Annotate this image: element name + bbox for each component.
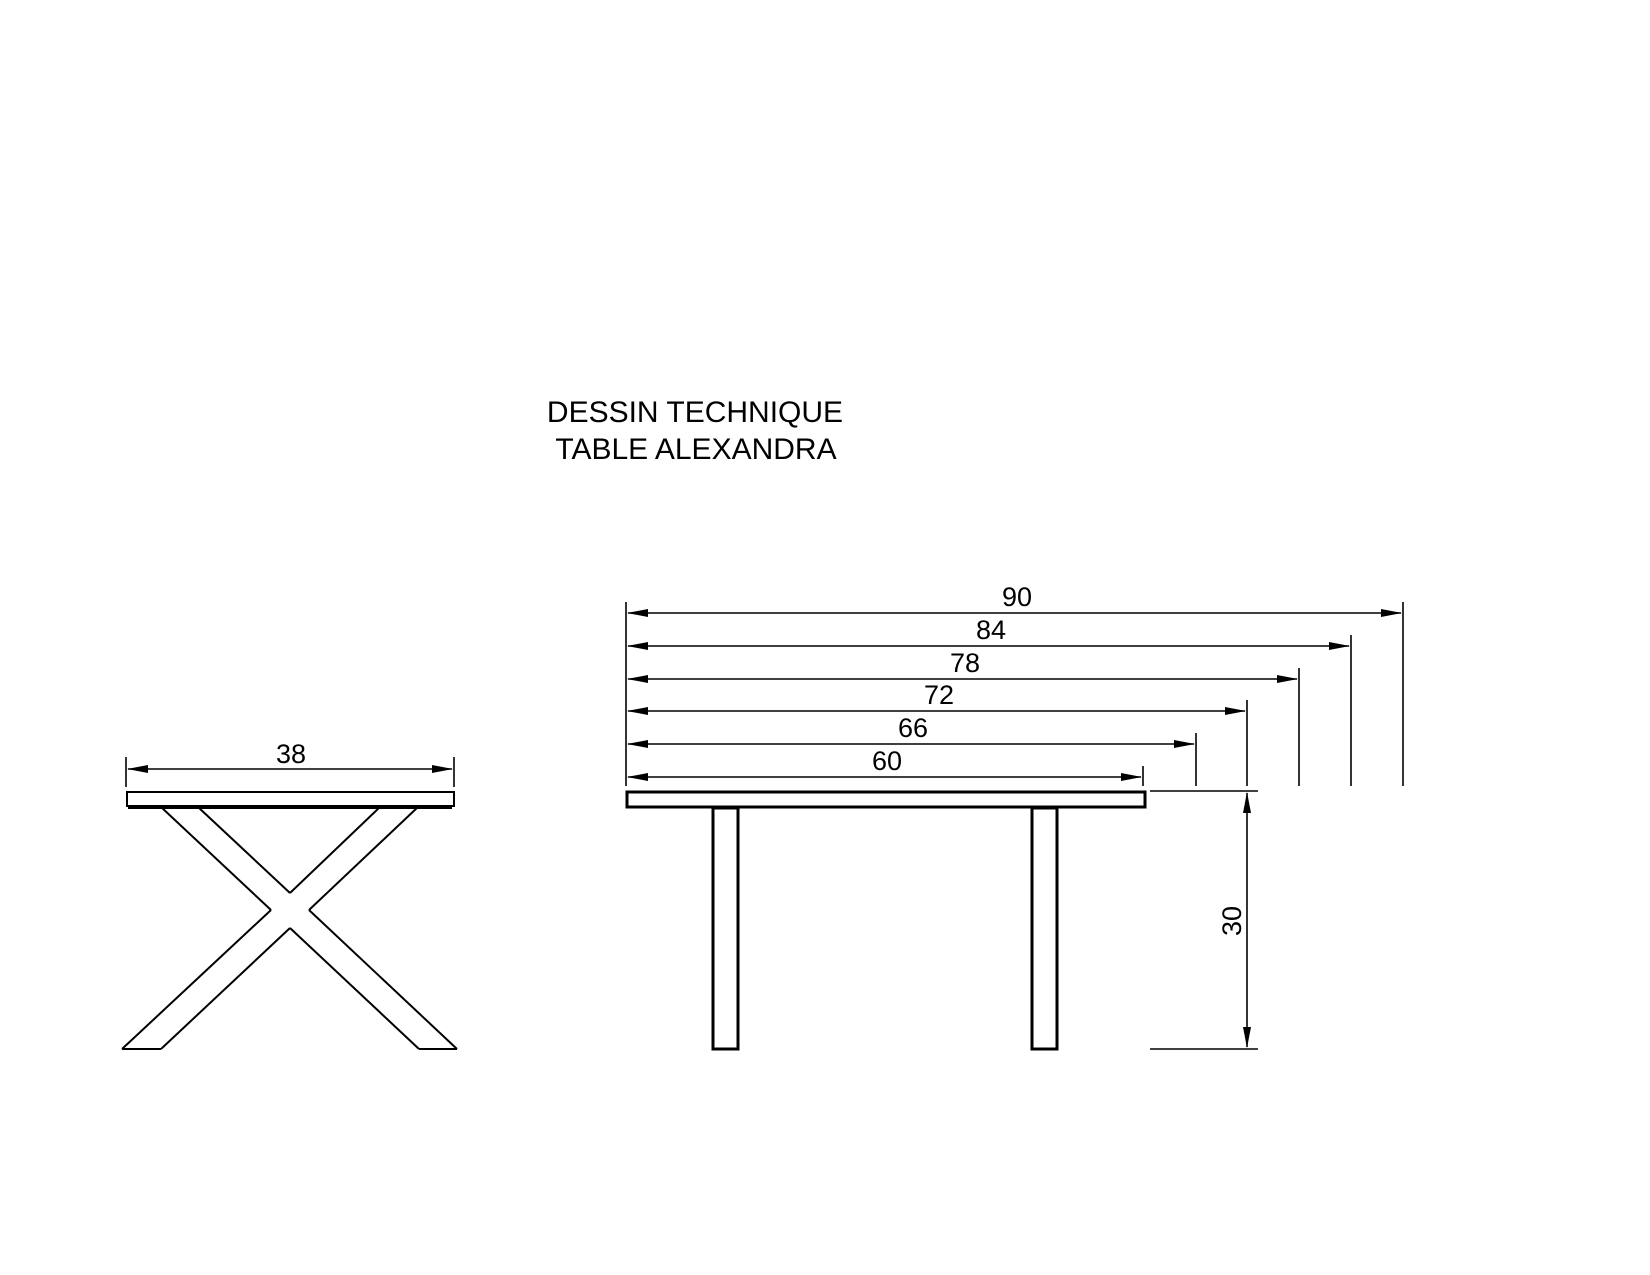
side-view: 38 bbox=[121, 739, 458, 1050]
front-tabletop bbox=[625, 790, 1147, 809]
front-view: 90 84 78 72 66 bbox=[625, 582, 1404, 1051]
front-leg-right bbox=[1030, 806, 1059, 1051]
length-dimension-60: 60 bbox=[627, 746, 1144, 786]
front-leg-left bbox=[711, 806, 740, 1051]
dimension-label: 30 bbox=[1217, 906, 1247, 936]
dimension-label: 90 bbox=[1002, 582, 1032, 612]
length-dimension-66: 66 bbox=[627, 713, 1197, 786]
length-dimension-78: 78 bbox=[627, 648, 1300, 786]
side-tabletop bbox=[126, 791, 455, 807]
arrow-up-icon bbox=[1243, 792, 1251, 813]
arrow-right-icon bbox=[432, 765, 453, 773]
dimension-label: 72 bbox=[924, 680, 954, 710]
dimension-label: 78 bbox=[950, 648, 980, 678]
title-line-2: TABLE ALEXANDRA bbox=[555, 433, 836, 466]
dimension-label: 84 bbox=[976, 615, 1006, 645]
dimension-label: 66 bbox=[898, 713, 928, 743]
length-dimension-72: 72 bbox=[627, 680, 1248, 786]
title-line-1: DESSIN TECHNIQUE bbox=[547, 396, 843, 429]
dimension-label: 60 bbox=[872, 746, 902, 776]
length-dimension-84: 84 bbox=[627, 615, 1352, 786]
x-leg-frame bbox=[121, 806, 458, 1050]
length-dimension-90: 90 bbox=[627, 582, 1404, 786]
arrow-down-icon bbox=[1243, 1027, 1251, 1048]
drawing-title: DESSIN TECHNIQUE TABLE ALEXANDRA bbox=[547, 396, 843, 466]
arrow-left-icon bbox=[127, 765, 148, 773]
height-dimension-30: 30 bbox=[1150, 790, 1258, 1050]
dimension-label: 38 bbox=[276, 739, 306, 769]
width-dimension-38: 38 bbox=[125, 739, 455, 787]
